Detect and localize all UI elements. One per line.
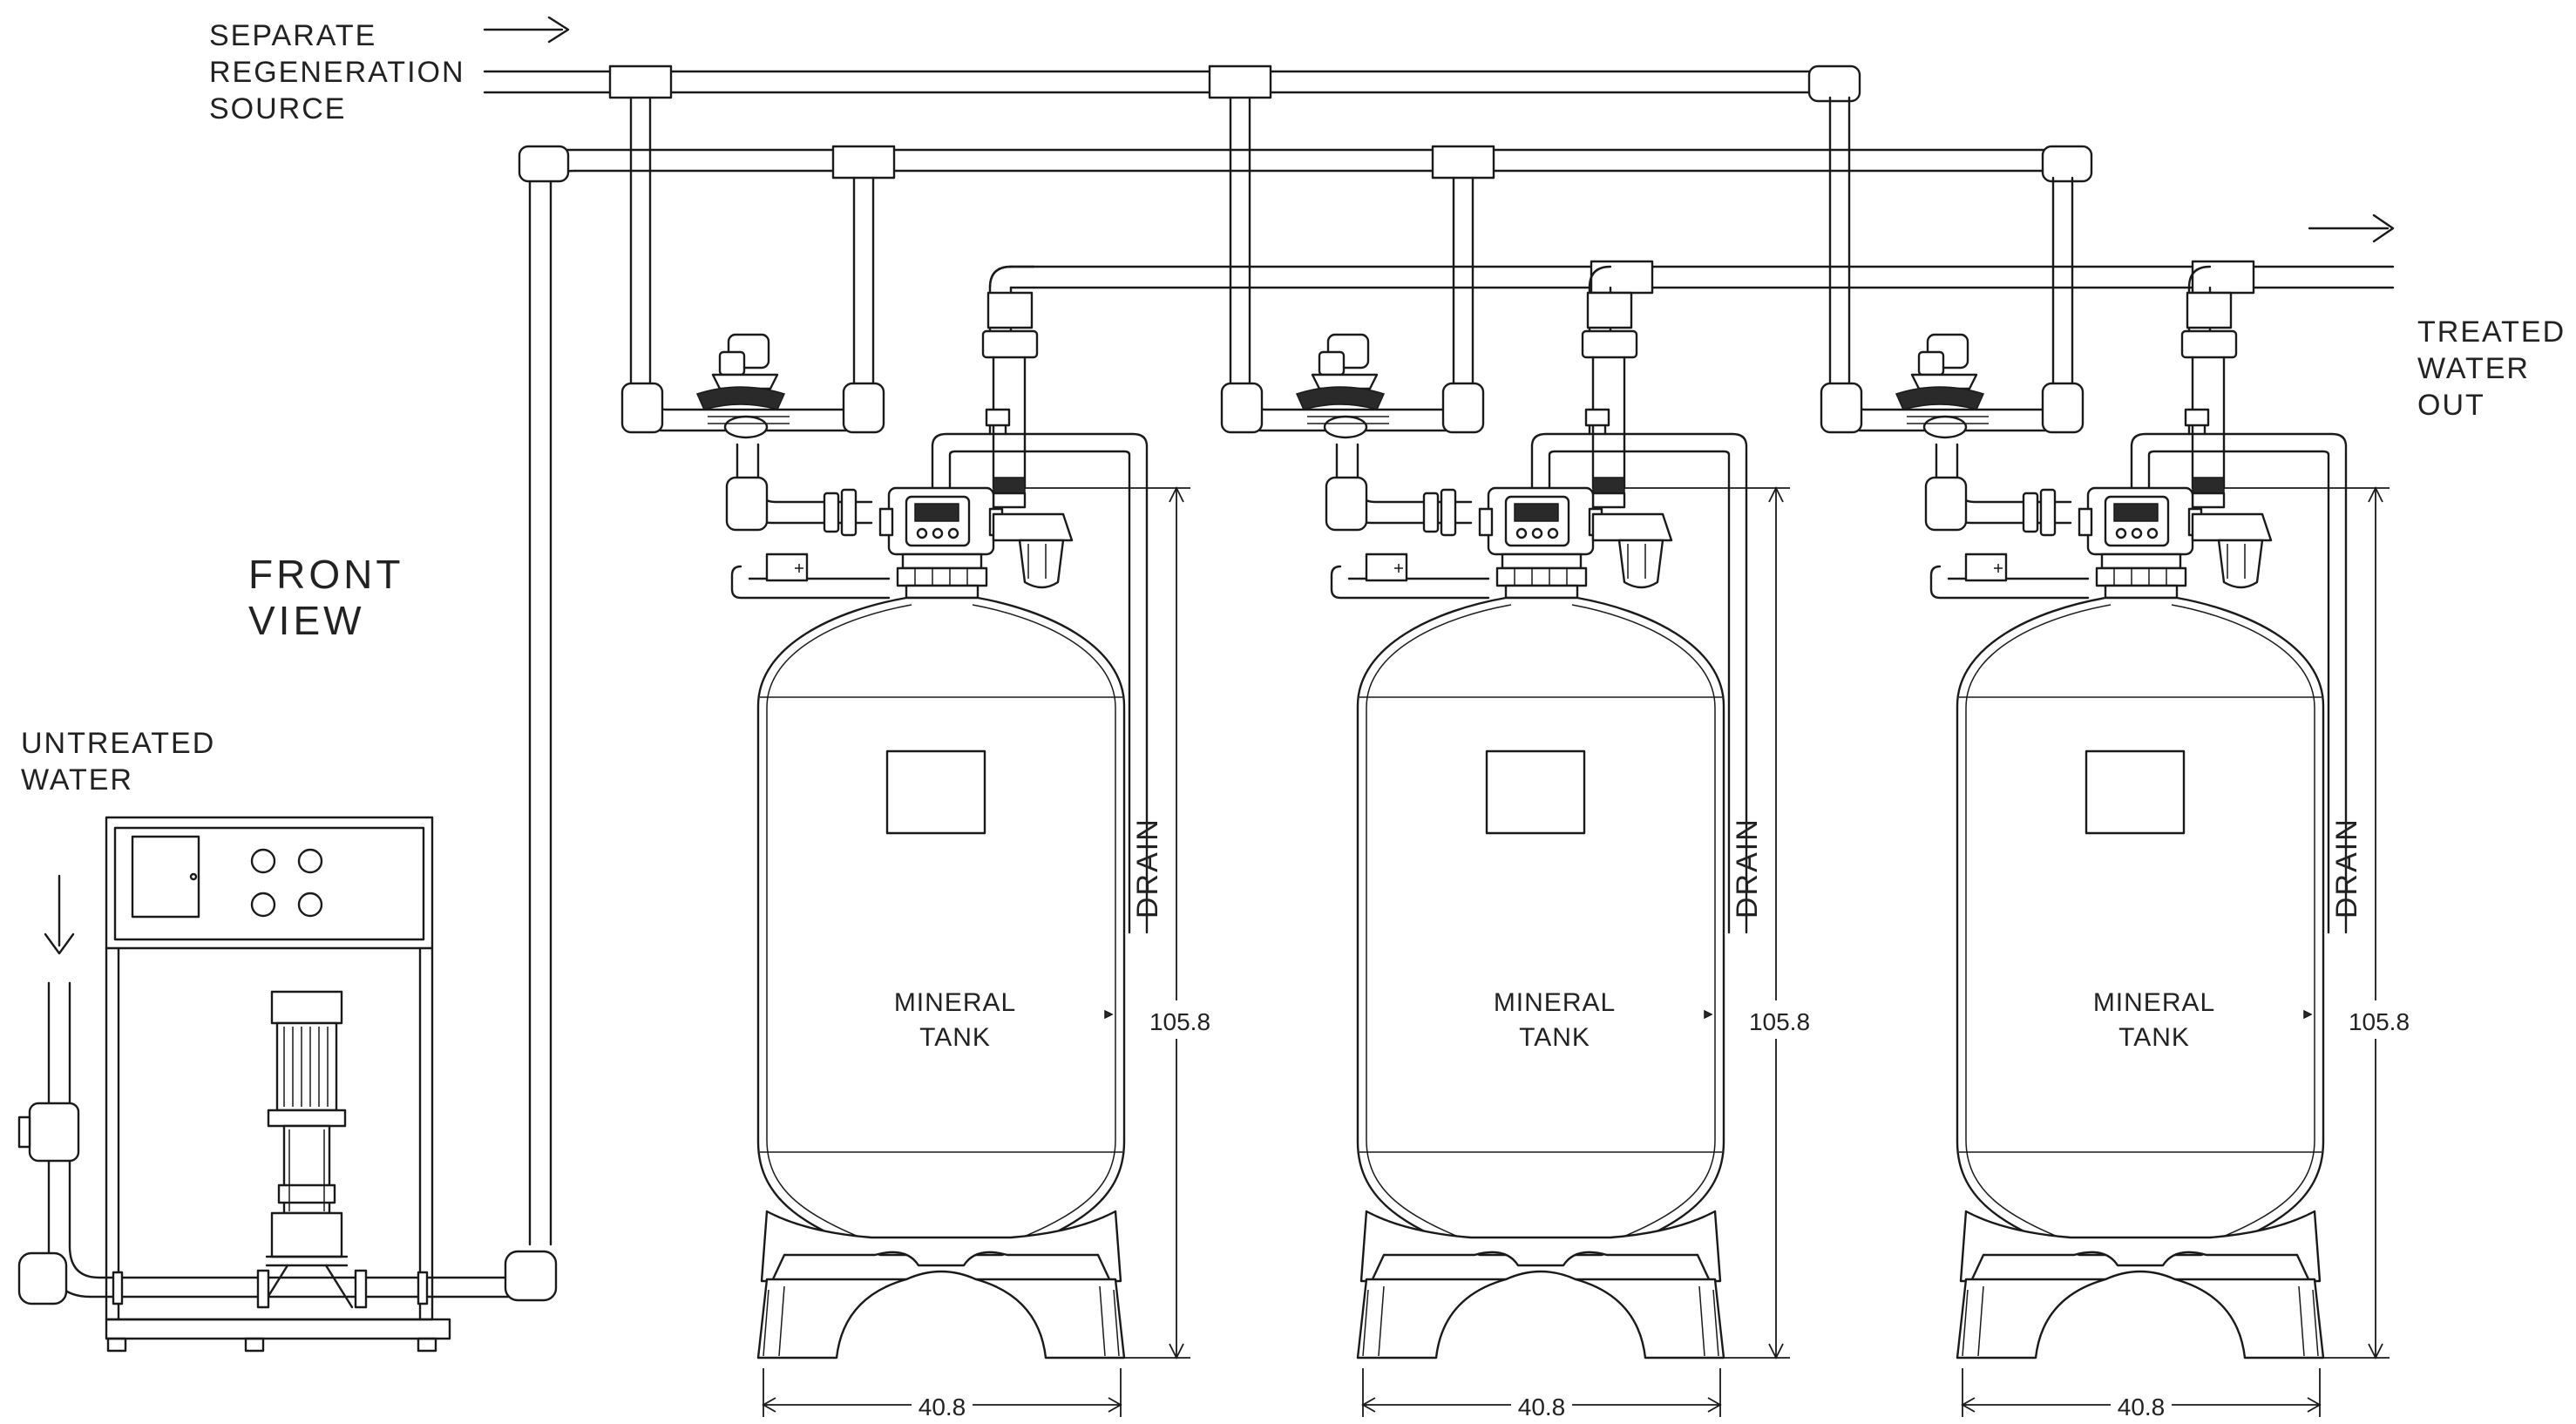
motorized-valve-actuator: [1895, 333, 1989, 439]
height-dimension-value: 105.8: [2349, 1008, 2410, 1035]
tank-neck-flange: [1501, 553, 1583, 570]
tank-neck-flange: [2100, 553, 2182, 570]
treated-flow-arrow: [2308, 214, 2395, 243]
mineral-tank-body: [1356, 596, 1725, 1257]
treated-label-line-1: TREATED: [2417, 315, 2566, 349]
drain-label: DRAIN: [1731, 817, 1764, 919]
gauge-icon: [297, 848, 323, 874]
tank-label-line-2: TANK: [919, 1023, 991, 1052]
tank-neck-flange: [901, 553, 983, 570]
width-dimension-value: 40.8: [1518, 1393, 1566, 1421]
button-icon: [1547, 527, 1559, 539]
tank-unit-3: 105.8 40.8 DRAIN MINERAL TANK: [1820, 96, 2412, 1421]
button-icon: [1515, 527, 1528, 539]
feed-pump-skid: [17, 816, 558, 1353]
regeneration-header-pipe: [483, 64, 1861, 103]
width-dimension-value: 40.8: [919, 1393, 966, 1421]
tank-label-line-1: MINERAL: [1494, 988, 1616, 1017]
height-dimension: 105.8: [1624, 485, 1813, 1360]
gauge-icon: [297, 892, 323, 918]
mineral-tank-body: [1956, 596, 2325, 1257]
sensor-wire: [730, 565, 891, 600]
width-dimension: 40.8: [1361, 1368, 1722, 1421]
treated-label-line-3: OUT: [2417, 389, 2485, 422]
drain-line: [931, 432, 1149, 934]
regen-flow-arrow: [483, 16, 570, 44]
sensor-wire: [1929, 565, 2090, 600]
tank-unit-1: 105.8 40.8 DRAIN MINERAL TANK: [620, 96, 1213, 1421]
drain-line: [1530, 432, 1748, 934]
tank-label-line-2: TANK: [2118, 1023, 2190, 1052]
front-view-label: FRONT VIEW: [248, 552, 403, 643]
treated-header-pipe: [1009, 260, 2395, 295]
drain-label: DRAIN: [1131, 817, 1164, 919]
drain-label: DRAIN: [2330, 817, 2363, 919]
mineral-tank-body: [756, 596, 1126, 1257]
tank-label-line-1: MINERAL: [2093, 988, 2215, 1017]
sensor-box: [1964, 553, 2008, 582]
union-fitting: [2022, 492, 2039, 533]
treated-label-line-2: WATER: [2417, 352, 2530, 385]
tank-stand: [1356, 1210, 1725, 1360]
feed-drop-pipe: [1452, 176, 1474, 392]
motorized-valve-actuator: [695, 333, 790, 439]
front-view-line-2: VIEW: [248, 598, 365, 643]
pump-motor: [260, 990, 354, 1309]
drain-line: [2130, 432, 2348, 934]
regen-drop-pipe: [629, 96, 652, 392]
regeneration-source-label: SEPARATE REGENERATION SOURCE: [209, 19, 465, 125]
tank-label-line-1: MINERAL: [894, 988, 1016, 1017]
gauge-icon: [250, 848, 276, 874]
control-valve-head: [2078, 486, 2273, 589]
motorized-valve-actuator: [1295, 333, 1389, 439]
tank-label-plate: [2085, 749, 2186, 835]
control-valve-head: [878, 486, 1074, 589]
button-icon: [932, 527, 944, 539]
feed-header-pipe: [518, 145, 2093, 1246]
height-dimension-value: 105.8: [1149, 1008, 1210, 1035]
regen-label-line-1: SEPARATE: [209, 19, 376, 52]
button-icon: [2146, 527, 2159, 539]
tank-label-plate: [1485, 749, 1586, 835]
sensor-box: [765, 553, 809, 582]
sensor-box: [1365, 553, 1408, 582]
union-fitting: [1422, 492, 1440, 533]
button-icon: [1531, 527, 1543, 539]
control-box: [131, 835, 200, 919]
feed-drop-pipe: [852, 176, 875, 392]
regen-label-line-3: SOURCE: [209, 92, 346, 125]
untreated-flow-arrow: [44, 874, 75, 955]
front-view-line-1: FRONT: [248, 552, 403, 597]
button-icon: [916, 527, 928, 539]
tank-stand: [1956, 1210, 2325, 1360]
regen-label-line-2: REGENERATION: [209, 56, 465, 89]
height-dimension-value: 105.8: [1749, 1008, 1810, 1035]
union-fitting: [823, 492, 840, 533]
regen-drop-pipe: [1229, 96, 1251, 392]
tank-units: 105.8 40.8 DRAIN MINERAL TANK 105.8 40.8 DRAIN M…: [620, 96, 2412, 1421]
gauge-icon: [250, 892, 276, 918]
untreated-line-2: WATER: [21, 763, 133, 797]
feed-drop-pipe: [2051, 176, 2074, 392]
treated-water-out-label: TREATED WATER OUT: [2417, 315, 2566, 422]
button-icon: [2131, 527, 2143, 539]
height-dimension: 105.8: [1025, 485, 1213, 1360]
tank-stand: [756, 1210, 1126, 1360]
width-dimension-value: 40.8: [2118, 1393, 2166, 1421]
sensor-wire: [1330, 565, 1490, 600]
inlet-valve: [28, 1102, 80, 1163]
height-dimension: 105.8: [2224, 485, 2412, 1360]
tank-label-line-2: TANK: [1519, 1023, 1590, 1052]
control-valve-head: [1478, 486, 1673, 589]
untreated-water-label: UNTREATED WATER: [21, 727, 215, 797]
regen-drop-pipe: [1828, 96, 1851, 392]
width-dimension: 40.8: [762, 1368, 1122, 1421]
width-dimension: 40.8: [1961, 1368, 2322, 1421]
untreated-line-1: UNTREATED: [21, 727, 215, 760]
tank-unit-2: 105.8 40.8 DRAIN MINERAL TANK: [1220, 96, 1813, 1421]
tank-label-plate: [885, 749, 986, 835]
button-icon: [2115, 527, 2127, 539]
button-icon: [947, 527, 959, 539]
